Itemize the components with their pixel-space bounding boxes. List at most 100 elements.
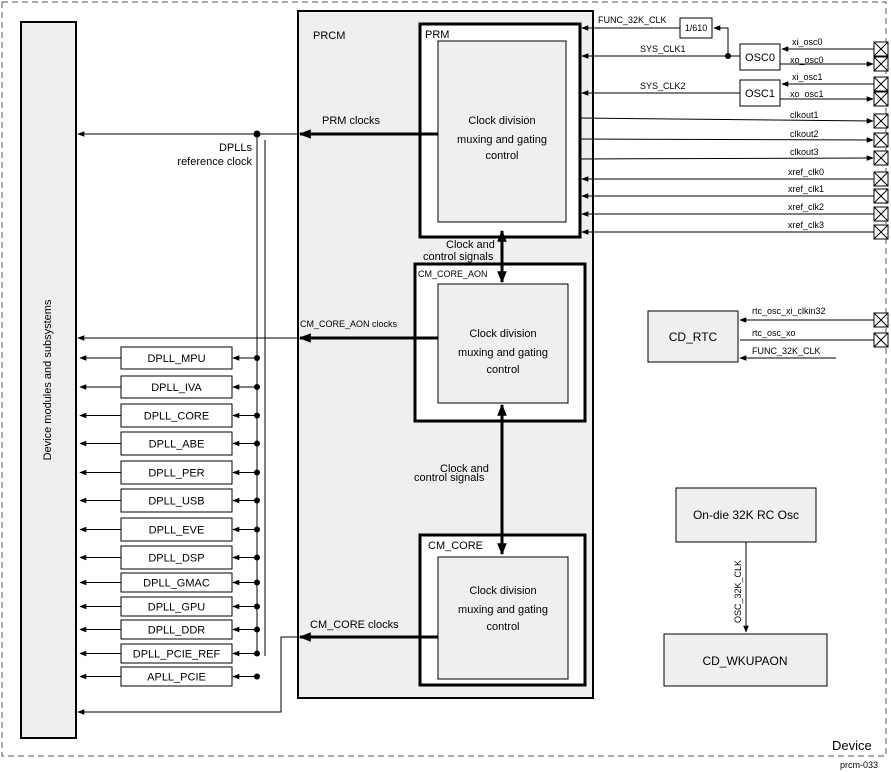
dpll-bus-junction [254, 526, 260, 533]
clkout1-label: clkout1 [790, 110, 819, 120]
dpll-label: APLL_PCIE [147, 672, 206, 684]
rtc-osc-xo-pad-x2 [873, 332, 889, 348]
dpll-bus-junction [254, 650, 260, 657]
dpll-box [120, 619, 233, 640]
dpll-label: DPLL_USB [148, 496, 204, 508]
dpll-bus-junction [254, 579, 260, 586]
dpll-box [120, 572, 233, 593]
clock-control-label-1b: control signals [423, 251, 494, 263]
dpll-box [120, 431, 233, 456]
osc0-box [739, 43, 781, 71]
xo-osc1-pad-x2 [873, 91, 889, 107]
cd-wkupaon-box [663, 633, 828, 687]
clock-control-label-2a: Clock and [440, 463, 489, 475]
xi-osc0-label: xi_osc0 [792, 37, 823, 47]
cm-core-aon-control-box [437, 283, 569, 404]
dpll-bus-junction [254, 673, 260, 680]
dpll-box [120, 346, 233, 370]
osc1-box [739, 79, 781, 107]
cm-core-aon-control-line-1: Clock division [469, 328, 536, 340]
xref-clk3-pad-x2 [873, 224, 889, 240]
dpll-bus-junction [254, 440, 260, 447]
dpll-bus-junction [254, 355, 260, 361]
xo-osc0-pad-x2 [873, 56, 889, 72]
dpll-box [120, 375, 233, 399]
prm-control-line-1: Clock division [468, 115, 535, 127]
device-boundary [1, 1, 887, 757]
dpll-bus-junction [254, 554, 260, 561]
cm-core-control-line-2: muxing and gating [458, 604, 548, 616]
xi-osc0-pad-x2 [873, 41, 889, 57]
prm-control-line-3: control [485, 150, 518, 162]
clock-control-label-2b: control signals [414, 472, 485, 484]
dpll-box [120, 488, 233, 513]
rtc-osc-xo-label: rtc_osc_xo [752, 328, 796, 338]
osc1-label: OSC1 [745, 88, 775, 100]
xo-osc1-label: xo_osc1 [790, 89, 824, 99]
rtc-func-32k-clk-label: FUNC_32K_CLK [752, 346, 821, 356]
dpll-label: DPLL_DSP [148, 553, 204, 565]
dpll-box [120, 545, 233, 570]
cm-core-aon-label: CM_CORE_AON [418, 269, 488, 279]
xref-clk0-pad-x2 [873, 171, 889, 187]
osc0-label: OSC0 [745, 52, 775, 64]
divider-label: 1/610 [685, 23, 708, 33]
osc-32k-clk-label: OSC_32K_CLK [733, 560, 743, 623]
clkout2-pad-x2 [873, 132, 889, 148]
xref-clk1-pad-x2 [873, 188, 889, 204]
cd-rtc-box [647, 310, 739, 363]
on-die-osc-label: On-die 32K RC Osc [693, 508, 799, 522]
dpll-bus-junction [254, 469, 260, 476]
dpll-bus-junction [254, 626, 260, 633]
dpll-bus-junction [254, 603, 260, 610]
figure-id: prcm-033 [840, 760, 878, 770]
xi-osc1-pad-x2 [873, 76, 889, 92]
cm-core-aon-clocks-label: CM_CORE_AON clocks [300, 319, 398, 329]
prm-control-box [437, 40, 567, 223]
cm-core-aon-control-line-2: muxing and gating [458, 347, 548, 359]
dpll-label: DPLL_GMAC [143, 578, 210, 590]
prm-label: PRM [425, 29, 449, 41]
rtc-osc-xi-clkin32-label: rtc_osc_xi_clkin32 [752, 306, 826, 316]
dpll-label: DPLL_PCIE_REF [133, 649, 221, 661]
dpll-label: DPLL_DDR [148, 625, 206, 637]
xo-osc0-label: xo_osc0 [790, 55, 824, 65]
prm-clocks-label: PRM clocks [322, 115, 381, 127]
sys-clk1-label: SYS_CLK1 [640, 44, 686, 54]
clkout3-label: clkout3 [790, 147, 819, 157]
dpll-bus-junction [254, 497, 260, 504]
xref-clk3-label: xref_clk3 [788, 220, 824, 230]
dpll-label: DPLL_MPU [147, 353, 205, 365]
dplls-ref-line-2: reference clock [177, 156, 252, 168]
cd-rtc-label: CD_RTC [669, 330, 718, 344]
clkout1-pad-x2 [873, 113, 889, 129]
clkout2-line [579, 137, 874, 143]
clock-control-label-1a: Clock and [446, 239, 495, 251]
cm-core-aon-control-line-3: control [486, 364, 519, 376]
cm-core-label: CM_CORE [428, 540, 483, 552]
dpll-label: DPLL_EVE [149, 525, 205, 537]
on-die-osc-box [675, 487, 817, 543]
clkout3-line [579, 155, 874, 161]
dpll-bus-junction [254, 412, 260, 419]
dpll-label: DPLL_IVA [151, 382, 202, 394]
cd-wkupaon-label: CD_WKUPAON [702, 654, 787, 668]
dpll-box [120, 666, 233, 687]
dpll-group: DPLL_MPUDPLL_IVADPLL_COREDPLL_ABEDPLL_PE… [79, 346, 260, 687]
dpll-label: DPLL_ABE [149, 439, 205, 451]
cm-core-control-box [437, 556, 569, 680]
dpll-box [120, 403, 233, 428]
xref-clk0-label: xref_clk0 [788, 167, 824, 177]
xref-clk2-pad-x2 [873, 206, 889, 222]
dpll-box [120, 596, 233, 617]
clkout2-label: clkout2 [790, 129, 819, 139]
dpll-box [120, 517, 233, 542]
device-modules-label: Device modules and subsystems [42, 299, 54, 460]
cm-core-clocks-to-modules [77, 636, 298, 715]
xref-clk2-label: xref_clk2 [788, 202, 824, 212]
pin-group: xi_osc0xo_osc0xi_osc1xo_osc1clkout1clkou… [579, 37, 889, 348]
dpll-bus-junction [254, 384, 260, 390]
clkout3-pad-x2 [873, 150, 889, 166]
prcm-label: PRCM [313, 30, 345, 42]
